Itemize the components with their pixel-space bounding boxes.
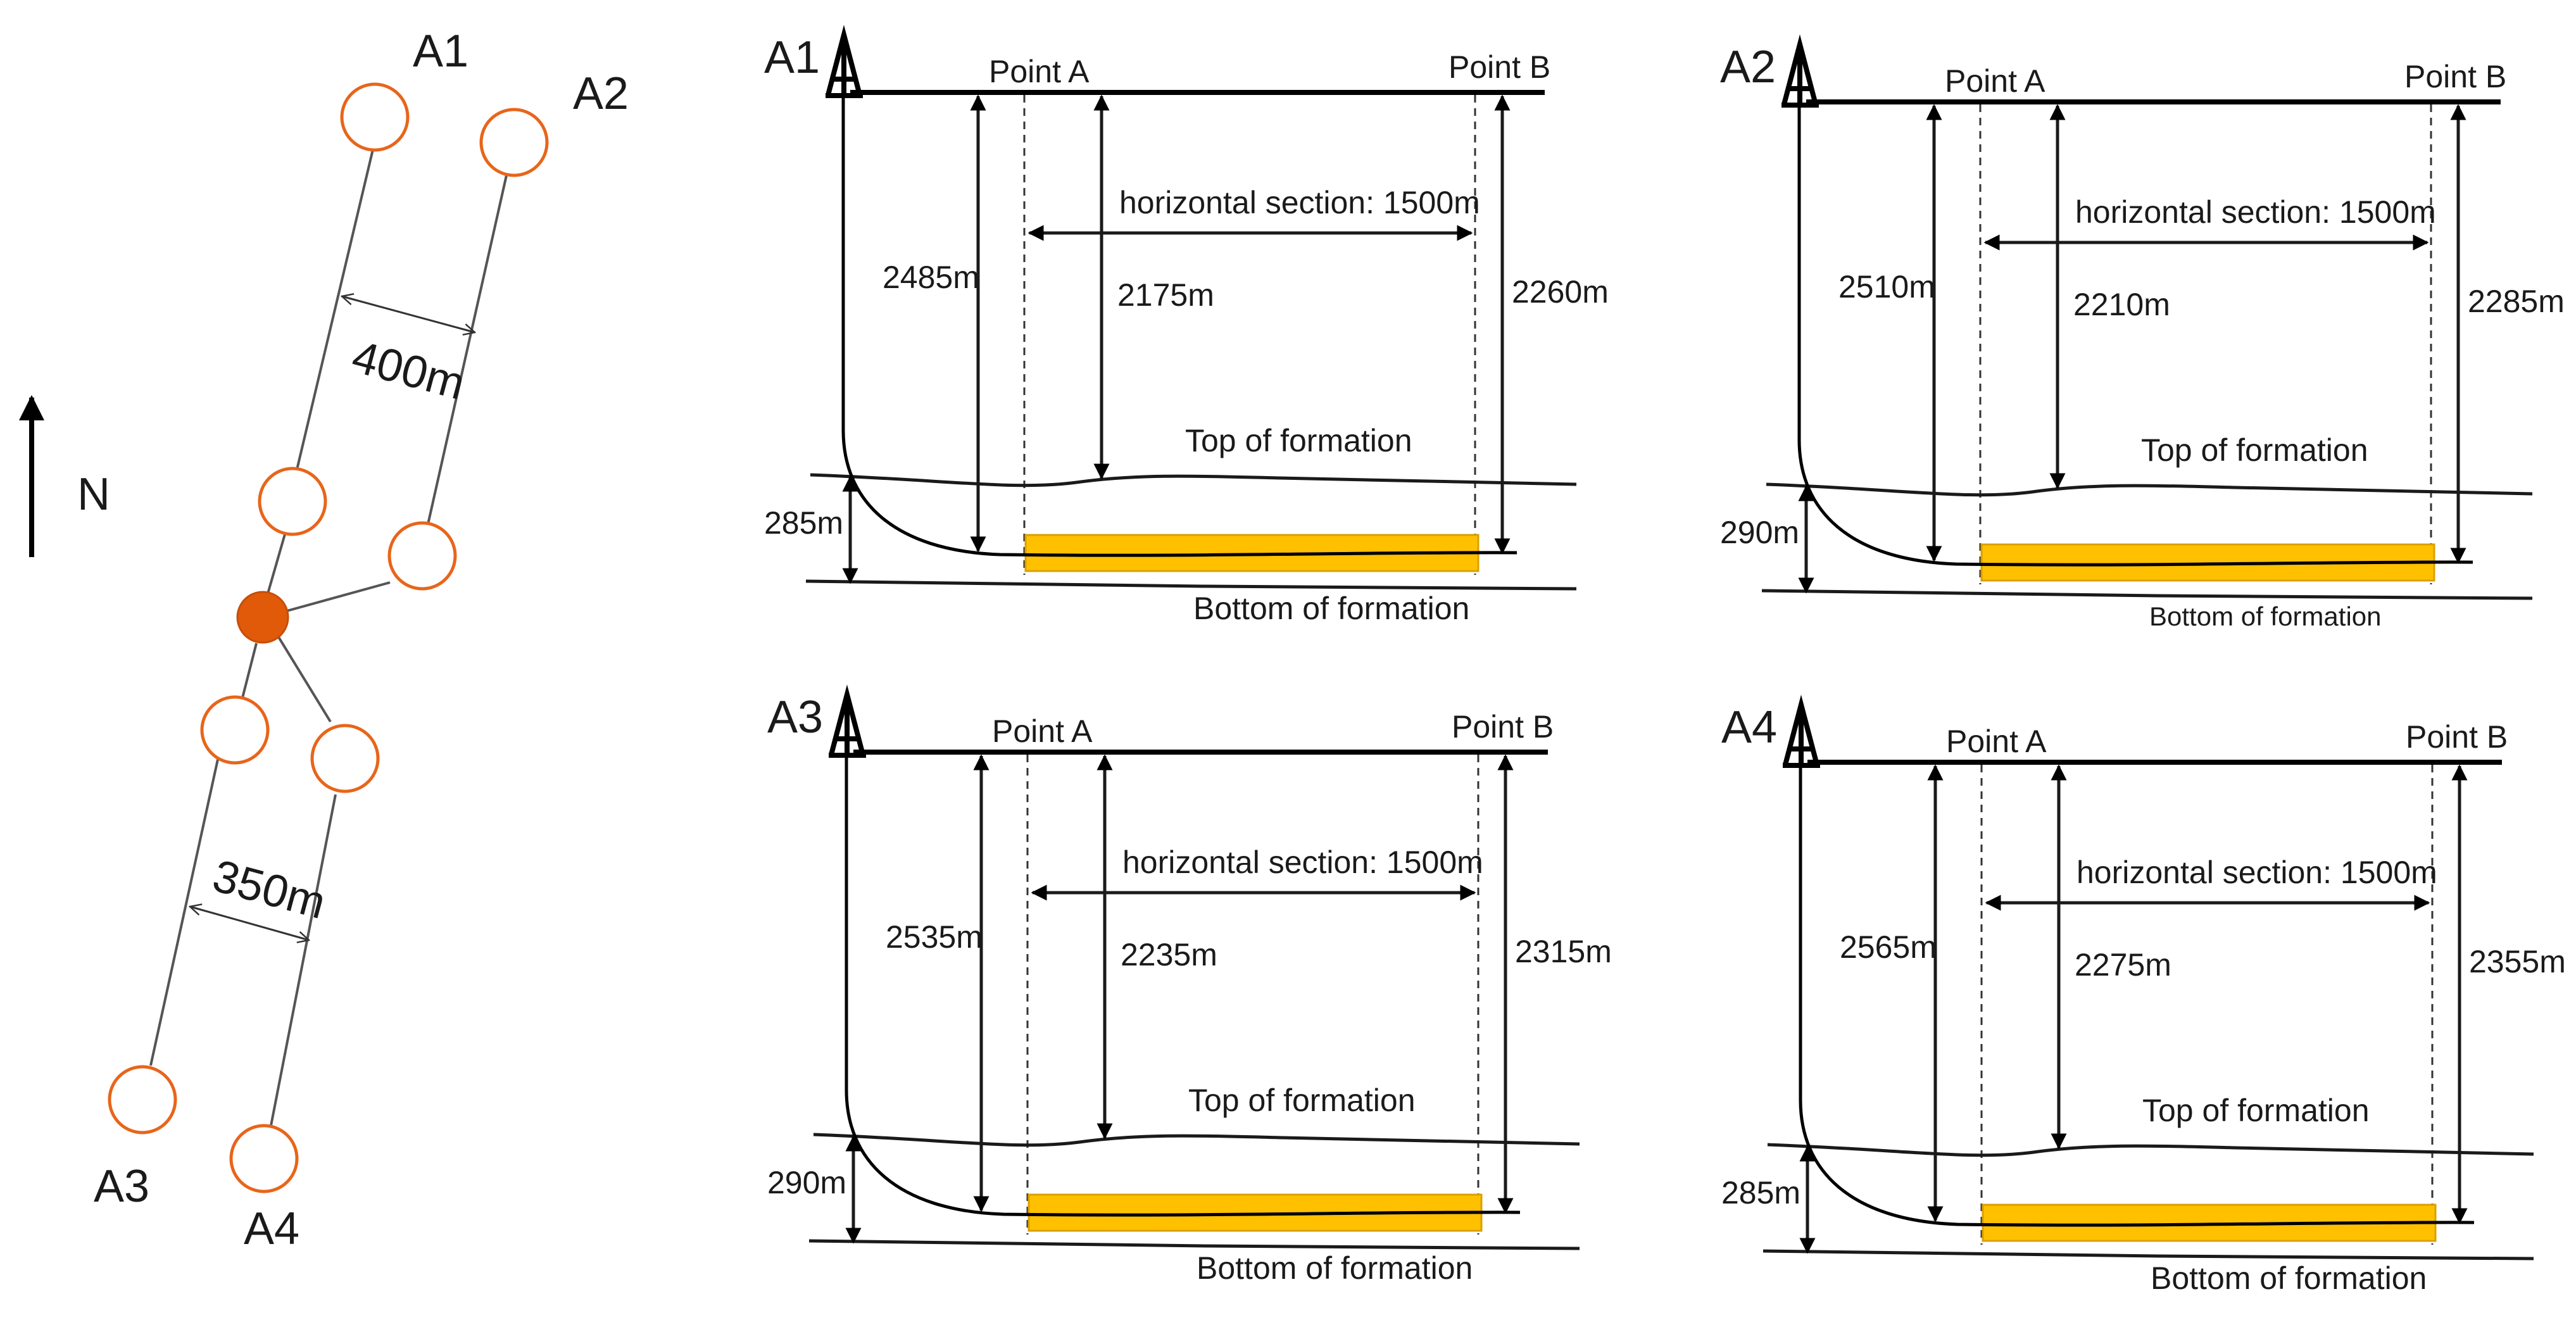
formation-bottom <box>808 1239 1580 1250</box>
spacing-arrow-south <box>190 907 309 940</box>
depth-a-label: 2175m <box>1117 277 1214 313</box>
platform-icon <box>236 591 289 644</box>
formation-top <box>1766 482 2533 497</box>
formation-bottom <box>805 579 1577 591</box>
section-title: A1 <box>764 32 820 83</box>
section-title: A2 <box>1720 42 1776 92</box>
well-path-a2 <box>427 169 509 525</box>
well-path-a4 <box>269 794 337 1129</box>
wellbore-trajectory <box>841 93 1517 557</box>
well-heel-a3 <box>200 695 270 765</box>
connector-a2 <box>286 581 391 612</box>
depth-a-label: 2275m <box>2075 947 2171 983</box>
depth-a-label: 2235m <box>1121 937 1217 972</box>
section-title: A4 <box>1721 702 1777 753</box>
depth-b-label: 2355m <box>2469 944 2566 979</box>
connector-a1 <box>265 525 289 601</box>
well-heel-a2 <box>387 521 457 591</box>
point-a-label: Point A <box>1945 63 2045 99</box>
point-a-label: Point A <box>992 713 1093 749</box>
well-toe-a1 <box>340 82 410 152</box>
bottom-of-formation-label: Bottom of formation <box>1193 591 1469 626</box>
wellbore-trajectory <box>845 753 1521 1217</box>
depth-b-label: 2285m <box>2468 284 2565 319</box>
section-title: A3 <box>767 692 823 743</box>
formation-top <box>1767 1143 2534 1157</box>
wellbore-trajectory <box>1797 103 2473 567</box>
bottom-of-formation-label: Bottom of formation <box>1197 1250 1473 1286</box>
derrick-icon <box>1781 34 1819 108</box>
formation-bottom <box>1762 1249 2534 1260</box>
depth-a-label: 2210m <box>2073 287 2170 322</box>
derrick-icon <box>826 25 863 98</box>
depth-b-label: 2260m <box>1512 274 1609 310</box>
well-path-a1 <box>289 146 375 500</box>
formation-bottom <box>1761 589 2533 600</box>
point-b-label: Point B <box>2406 719 2508 755</box>
point-a-label: Point A <box>989 54 1090 89</box>
point-b-label: Point B <box>1448 49 1550 85</box>
top-of-formation-label: Top of formation <box>1185 423 1412 458</box>
formation-top <box>810 473 1577 487</box>
depth-heel-label: 2535m <box>886 919 983 955</box>
depth-b-label: 2315m <box>1515 934 1612 969</box>
depth-heel-label: 2485m <box>883 260 979 295</box>
well-toe-a3 <box>108 1065 177 1135</box>
well-layout-map: N 400m 350m A1 A2 A3 A4 <box>18 26 629 1254</box>
top-of-formation-label: Top of formation <box>2141 432 2368 468</box>
thickness-label: 290m <box>767 1165 846 1200</box>
spacing-north-label: 400m <box>347 331 470 410</box>
bottom-of-formation-label: Bottom of formation <box>2149 601 2382 631</box>
point-a-label: Point A <box>1946 724 2047 759</box>
horizontal-section-label: horizontal section: 1500m <box>1122 845 1483 880</box>
point-b-label: Point B <box>1452 709 1554 745</box>
depth-heel-label: 2510m <box>1838 269 1935 305</box>
well-heel-a1 <box>258 467 327 536</box>
connector-a3 <box>241 643 258 701</box>
section-a4: A4 Point A Point B horizontal section: 1… <box>1721 695 2566 1296</box>
well-toe-a4 <box>229 1124 299 1193</box>
thickness-label: 285m <box>1721 1175 1800 1210</box>
derrick-icon <box>1783 695 1820 768</box>
point-b-label: Point B <box>2404 59 2506 94</box>
well-heel-a4 <box>310 724 380 793</box>
horizontal-section-label: horizontal section: 1500m <box>1119 185 1480 220</box>
thickness-label: 285m <box>764 505 843 541</box>
horizontal-section-label: horizontal section: 1500m <box>2077 855 2437 890</box>
map-label-a1: A1 <box>413 26 468 77</box>
map-label-a4: A4 <box>244 1204 299 1254</box>
well-path-a3 <box>149 756 220 1066</box>
bottom-of-formation-label: Bottom of formation <box>2151 1260 2427 1296</box>
horizontal-section-label: horizontal section: 1500m <box>2075 194 2436 230</box>
depth-heel-label: 2565m <box>1840 929 1937 965</box>
well-toe-a2 <box>479 108 549 177</box>
wellbore-trajectory <box>1799 763 2475 1227</box>
north-label: N <box>77 469 110 520</box>
derrick-icon <box>829 684 866 758</box>
section-a3: A3 Point A Point B horizontal section: 1… <box>767 684 1612 1286</box>
top-of-formation-label: Top of formation <box>1188 1083 1416 1118</box>
section-a2: A2 Point A Point B horizontal section: 1… <box>1720 34 2565 631</box>
top-of-formation-label: Top of formation <box>2142 1093 2370 1128</box>
map-label-a2: A2 <box>573 68 629 119</box>
thickness-label: 290m <box>1720 515 1799 550</box>
formation-top <box>813 1133 1580 1147</box>
spacing-arrow-north <box>342 296 475 332</box>
connector-a4 <box>276 634 332 723</box>
section-a1: A1 Point A Point B horizontal section: 1… <box>764 25 1609 626</box>
map-label-a3: A3 <box>94 1161 149 1212</box>
